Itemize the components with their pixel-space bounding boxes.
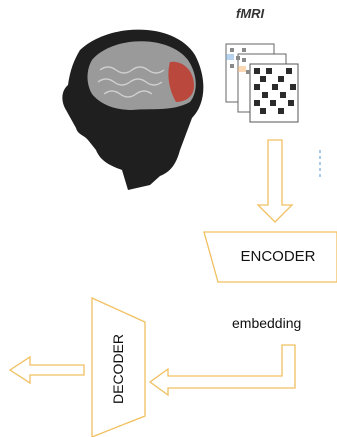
embedding-label: embedding xyxy=(232,315,302,331)
arrow-scans-to-encoder xyxy=(256,139,294,223)
fmri-label: fMRI xyxy=(236,6,265,21)
brain-folds xyxy=(97,66,165,98)
head-brain-icon xyxy=(62,29,204,191)
decoder-label: DECODER xyxy=(110,333,126,405)
brain xyxy=(87,41,196,110)
brain-activation xyxy=(168,61,194,102)
arrow-embedding-to-decoder xyxy=(148,344,296,397)
encoder-box xyxy=(203,231,337,283)
fmri-scan-stack-icon xyxy=(225,43,299,123)
decoder-box xyxy=(91,296,146,437)
encoder-label: ENCODER xyxy=(240,248,316,265)
arrow-decoder-output xyxy=(8,355,85,385)
